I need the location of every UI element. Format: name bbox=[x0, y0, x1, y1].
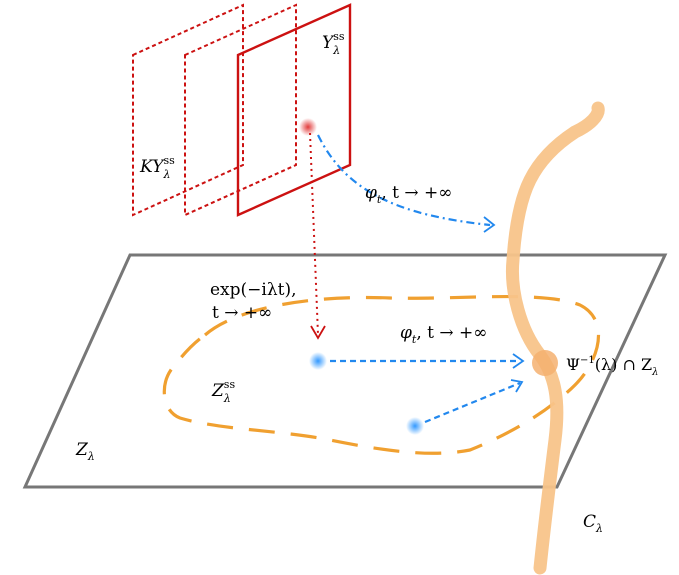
blue-point-1 bbox=[309, 352, 327, 370]
ky-lambda-ss-label: KYλss bbox=[139, 154, 175, 181]
exp-flow-arrowhead bbox=[310, 325, 326, 340]
z-lambda-label: Zλ bbox=[75, 440, 95, 463]
exp-flow-label-line1: exp(−iλt), bbox=[210, 280, 297, 300]
lower-flow-arrowhead-2 bbox=[510, 379, 524, 393]
ky-frame-middle bbox=[184, 3, 297, 217]
upper-flow-label: φt, t → +∞ bbox=[365, 183, 452, 206]
exp-flow-label-line2: t → +∞ bbox=[212, 303, 272, 323]
blue-point-2 bbox=[406, 417, 424, 435]
y-lambda-ss-frame bbox=[236, 3, 352, 217]
c-lambda-label: Cλ bbox=[583, 512, 603, 535]
z-lambda-ss-dashed-curve bbox=[162, 294, 601, 455]
intersection-point-blob bbox=[532, 350, 558, 376]
psi-inverse-label: Ψ−1(λ) ∩ Zλ bbox=[566, 355, 658, 378]
ky-frame-back bbox=[132, 3, 244, 217]
upper-flow-arrowhead bbox=[483, 216, 496, 233]
upper-flow-dashdot-curve bbox=[317, 134, 491, 227]
z-lambda-ss-label: Zλss bbox=[211, 378, 235, 405]
lower-flow-dashed-line-2 bbox=[424, 381, 521, 424]
lower-flow-arrowhead-1 bbox=[512, 353, 525, 369]
lower-flow-label: φt, t → +∞ bbox=[400, 323, 487, 346]
z-lambda-plane bbox=[22, 253, 668, 489]
y-lambda-ss-label: Yλss bbox=[322, 30, 345, 57]
exp-flow-dotted-line bbox=[309, 132, 319, 336]
c-lambda-curve bbox=[506, 101, 605, 575]
red-point bbox=[299, 118, 317, 136]
